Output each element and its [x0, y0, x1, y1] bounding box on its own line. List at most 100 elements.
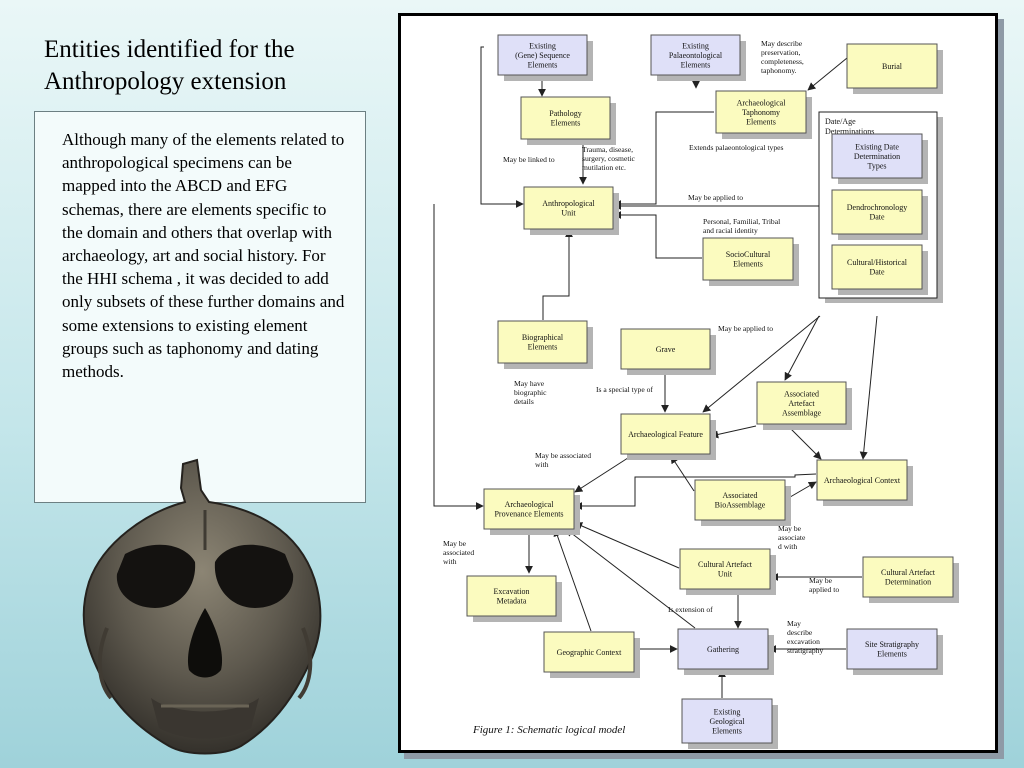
node-context: Archaeological Context [816, 459, 913, 506]
node-label: Provenance Elements [494, 510, 563, 519]
diagram-arrow [613, 111, 714, 208]
group-title: Determinations [825, 127, 874, 136]
node-box [497, 320, 588, 364]
node-label: Associated [784, 389, 819, 398]
node-grave: Grave [620, 328, 716, 375]
node-box [523, 186, 614, 230]
diagram-arrow [553, 528, 592, 632]
node-box [831, 189, 923, 235]
node-label: Biographical [522, 333, 564, 342]
node-label: Cultural Artefact [881, 568, 936, 577]
diagram-arrow [565, 528, 696, 629]
annotation-excavstrat: excavation [787, 637, 820, 646]
node-label: Elements [681, 60, 711, 69]
node-label: Elements [551, 119, 581, 128]
node-label: Artefact [788, 399, 815, 408]
node-label: Archaeological [505, 500, 555, 509]
node-box [702, 237, 794, 281]
node-label: Anthropological [542, 199, 595, 208]
node-feature: Archaeological Feature [620, 413, 716, 460]
node-label: Existing [714, 707, 741, 716]
node-label: Existing Date [855, 142, 899, 151]
skull-image [82, 458, 322, 755]
diagram-arrow [613, 211, 702, 259]
node-label: Gathering [707, 645, 739, 654]
node-label: Existing [529, 41, 556, 50]
diagram-arrow [807, 57, 848, 91]
diagram-arrow [574, 473, 817, 510]
node-label: Date [869, 213, 885, 222]
diagram-connectors [433, 46, 878, 698]
node-label: Cultural Artefact [698, 560, 753, 569]
annotation-applied2: May be applied to [718, 324, 773, 333]
diagram-arrow [574, 455, 632, 493]
diagram-arrow [784, 315, 820, 381]
node-box [543, 631, 635, 673]
title-line-2: Anthropology extension [44, 68, 287, 95]
node-label: Determination [885, 578, 931, 587]
node-box [831, 244, 923, 290]
node-box [650, 34, 741, 76]
node-box [831, 133, 923, 179]
node-label: Palaeontological [669, 51, 723, 60]
node-burial: Burial [846, 43, 943, 94]
annotation-assoc3: associate [778, 533, 806, 542]
annotation-extension: Is extension of [668, 605, 713, 614]
node-label: Geological [709, 717, 745, 726]
node-box [520, 96, 611, 140]
node-label: Pathology [549, 109, 581, 118]
node-box [862, 556, 954, 598]
diagram-arrow [702, 315, 821, 413]
annotation-assoc2: associated [443, 548, 474, 557]
node-label: Grave [656, 345, 676, 354]
diagram-arrow [859, 315, 878, 460]
node-label: Elements [528, 60, 558, 69]
annotation-specialtype: Is a special type of [596, 385, 653, 394]
node-box [483, 488, 575, 530]
node-label: Assemblage [782, 408, 822, 417]
node-label: SocioCultural [726, 250, 771, 259]
annotation-biographic: biographic [514, 388, 547, 397]
diagram-arrow [574, 522, 680, 569]
annotation-excavstrat: stratigraphy [787, 646, 823, 655]
node-box [846, 628, 938, 670]
annotation-personal: and racial identity [703, 226, 758, 235]
diagram-arrow [542, 229, 573, 320]
annotation-extends: Extends palaeontological types [689, 143, 784, 152]
node-box [694, 479, 786, 521]
annotation-preservation: taphonomy. [761, 66, 797, 75]
node-label: Cultural/Historical [847, 258, 908, 267]
description-paragraph: Although many of the elements related to… [62, 130, 345, 382]
node-label: Elements [733, 260, 763, 269]
node-label: Unit [718, 570, 733, 579]
node-label: Archaeological Context [824, 476, 901, 485]
group-title: Date/Age [825, 117, 856, 126]
annotation-excavstrat: describe [787, 628, 813, 637]
node-label: Associated [722, 491, 757, 500]
node-label: Elements [712, 726, 742, 735]
node-label: Site Stratigraphy [865, 640, 919, 649]
description-text-box: Although many of the elements related to… [34, 111, 366, 503]
node-label: Geographic Context [557, 648, 622, 657]
node-geographic: Geographic Context [543, 631, 640, 678]
annotation-excavstrat: May [787, 619, 801, 628]
annotation-assoc1: May be associated [535, 451, 591, 460]
node-box [497, 34, 588, 76]
node-gathering: Gathering [677, 628, 774, 675]
node-label: Archaeological [737, 98, 787, 107]
annotation-biographic: May have [514, 379, 545, 388]
